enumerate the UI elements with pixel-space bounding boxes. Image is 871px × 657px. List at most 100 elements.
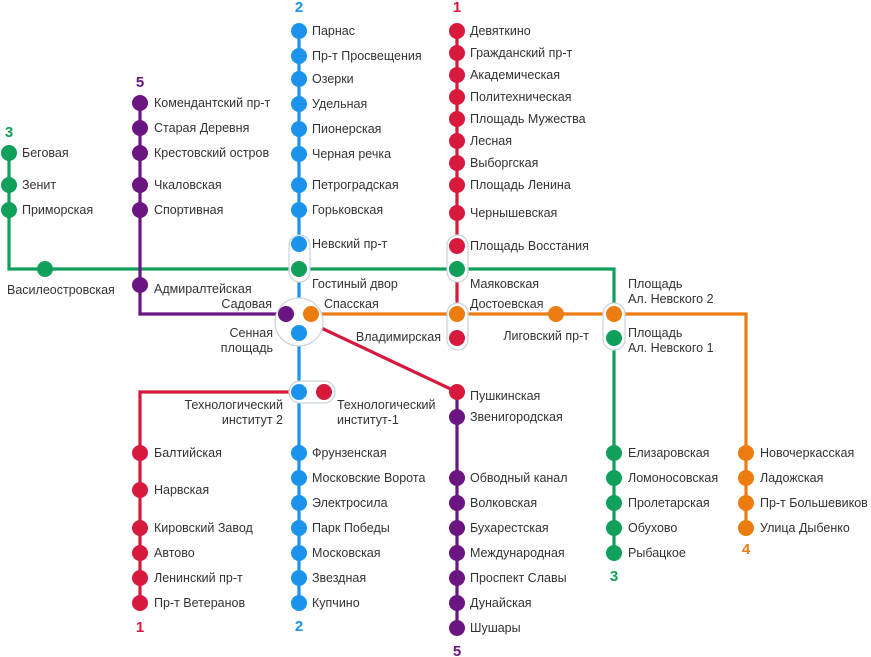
station-кировский-завод[interactable]	[132, 520, 148, 536]
station-зенит[interactable]	[1, 177, 17, 193]
station-старая-деревня[interactable]	[132, 120, 148, 136]
station-проспект-славы[interactable]	[449, 570, 465, 586]
station-label: Обухово	[628, 521, 677, 535]
station-горьковская[interactable]	[291, 202, 307, 218]
station-label: Пионерская	[312, 122, 381, 136]
station-удельная[interactable]	[291, 96, 307, 112]
station-звенигородская[interactable]	[449, 409, 465, 425]
station-балтийская[interactable]	[132, 445, 148, 461]
station-дунайская[interactable]	[449, 595, 465, 611]
station-электросила[interactable]	[291, 495, 307, 511]
station-фрунзенская[interactable]	[291, 445, 307, 461]
station-площадь-мужества[interactable]	[449, 111, 465, 127]
station-василеостровская[interactable]	[37, 261, 53, 277]
station-комендантский-пр-т[interactable]	[132, 95, 148, 111]
station-label: Московская	[312, 546, 381, 560]
station-рыбацкое[interactable]	[606, 545, 622, 561]
station-label: Гражданский пр-т	[470, 46, 573, 60]
station-площадь-ал-невского-2[interactable]	[606, 306, 622, 322]
station-чкаловская[interactable]	[132, 177, 148, 193]
station-маяковская[interactable]	[449, 261, 465, 277]
line-number-1: 1	[136, 619, 144, 636]
station-достоевская[interactable]	[449, 306, 465, 322]
station-улица-дыбенко[interactable]	[738, 520, 754, 536]
station-академическая[interactable]	[449, 67, 465, 83]
station-label: Пр-т Большевиков	[760, 496, 868, 510]
station-обводный-канал[interactable]	[449, 470, 465, 486]
station-обухово[interactable]	[606, 520, 622, 536]
station-label: Девяткино	[470, 24, 531, 38]
station-label: Новочеркасская	[760, 446, 854, 460]
station-label: Нарвская	[154, 483, 209, 497]
station-садовая[interactable]	[278, 306, 294, 322]
station-невский-пр-т[interactable]	[291, 236, 307, 252]
station-label: Пр-т Ветеранов	[154, 596, 245, 610]
station-label: Кировский Завод	[154, 521, 254, 535]
station-международная[interactable]	[449, 545, 465, 561]
station-лесная[interactable]	[449, 133, 465, 149]
station-label: Маяковская	[470, 277, 539, 291]
station-ломоносовская[interactable]	[606, 470, 622, 486]
station-площадь-восстания[interactable]	[449, 238, 465, 254]
station-пр-т-большевиков[interactable]	[738, 495, 754, 511]
station-пр-т-просвещения[interactable]	[291, 48, 307, 64]
station-label: Бухарестская	[470, 521, 549, 535]
station-шушары[interactable]	[449, 620, 465, 636]
station-елизаровская[interactable]	[606, 445, 622, 461]
station-парнас[interactable]	[291, 23, 307, 39]
station-технологический-институт-2[interactable]	[291, 384, 307, 400]
station-ладожская[interactable]	[738, 470, 754, 486]
station-звездная[interactable]	[291, 570, 307, 586]
station-label: Волковская	[470, 496, 537, 510]
station-пролетарская[interactable]	[606, 495, 622, 511]
station-площадь-ленина[interactable]	[449, 177, 465, 193]
station-лиговский-пр-т[interactable]	[548, 306, 564, 322]
station-черная-речка[interactable]	[291, 146, 307, 162]
station-бухарестская[interactable]	[449, 520, 465, 536]
station-пионерская[interactable]	[291, 121, 307, 137]
station-технологический-институт-1[interactable]	[316, 384, 332, 400]
station-label: Парк Победы	[312, 521, 390, 535]
station-label: Звенигородская	[470, 410, 563, 424]
station-девяткино[interactable]	[449, 23, 465, 39]
station-label: Пролетарская	[628, 496, 710, 510]
station-пр-т-ветеранов[interactable]	[132, 595, 148, 611]
station-нарвская[interactable]	[132, 482, 148, 498]
station-приморская[interactable]	[1, 202, 17, 218]
station-купчино[interactable]	[291, 595, 307, 611]
station-политехническая[interactable]	[449, 89, 465, 105]
station-гостиный-двор[interactable]	[291, 261, 307, 277]
station-автово[interactable]	[132, 545, 148, 561]
station-label: Адмиралтейская	[154, 282, 252, 296]
station-беговая[interactable]	[1, 145, 17, 161]
line-number-5: 5	[136, 74, 144, 91]
station-площадь-ал-невского-1[interactable]	[606, 330, 622, 346]
station-парк-победы[interactable]	[291, 520, 307, 536]
station-label: Чернышевская	[470, 206, 557, 220]
station-владимирская[interactable]	[449, 330, 465, 346]
station-ленинский-пр-т[interactable]	[132, 570, 148, 586]
station-спасская[interactable]	[303, 306, 319, 322]
station-пушкинская[interactable]	[449, 384, 465, 400]
station-label: Рыбацкое	[628, 546, 686, 560]
station-label: Фрунзенская	[312, 446, 387, 460]
station-label: Проспект Славы	[470, 571, 567, 585]
station-новочеркасская[interactable]	[738, 445, 754, 461]
station-сенная-площадь[interactable]	[291, 325, 307, 341]
station-московские-ворота[interactable]	[291, 470, 307, 486]
station-крестовский-остров[interactable]	[132, 145, 148, 161]
station-адмиралтейская[interactable]	[132, 277, 148, 293]
station-волковская[interactable]	[449, 495, 465, 511]
line-number-4: 4	[742, 541, 751, 558]
station-выборгская[interactable]	[449, 155, 465, 171]
station-озерки[interactable]	[291, 71, 307, 87]
station-чернышевская[interactable]	[449, 205, 465, 221]
line-number-5: 5	[453, 643, 461, 657]
station-спортивная[interactable]	[132, 202, 148, 218]
station-московская[interactable]	[291, 545, 307, 561]
station-петроградская[interactable]	[291, 177, 307, 193]
station-гражданский-пр-т[interactable]	[449, 45, 465, 61]
